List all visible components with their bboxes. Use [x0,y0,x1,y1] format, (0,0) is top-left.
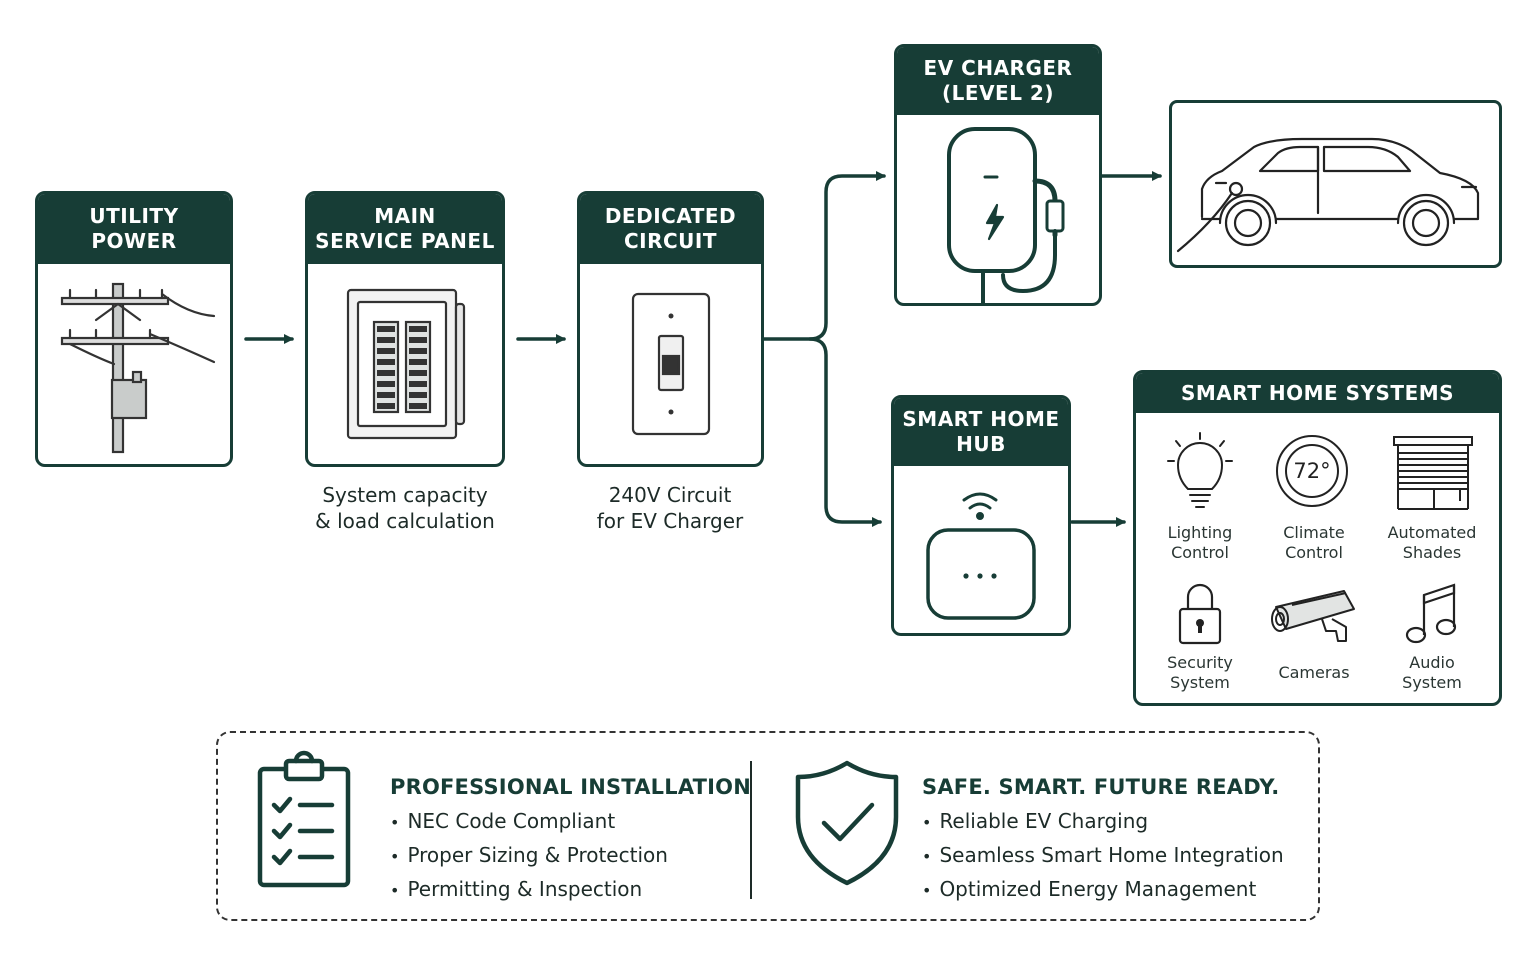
smart-home-hub-title: SMART HOME HUB [894,398,1068,466]
footer-divider [750,761,752,899]
utility-power-title: UTILITY POWER [38,194,230,264]
ev-charger-node: EV CHARGER (LEVEL 2) [894,44,1102,306]
arrow-circuit-to-charger [762,171,886,341]
professional-installation-list: NEC Code Compliant Proper Sizing & Prote… [390,805,668,907]
smart-home-systems-node: SMART HOME SYSTEMS Lighting Control 72° … [1133,370,1502,706]
ev-charger-title: EV CHARGER (LEVEL 2) [897,47,1099,115]
wall-switch-icon [631,292,711,436]
electric-car-icon [1176,137,1480,253]
electric-car-node [1169,100,1502,268]
dedicated-circuit-node: DEDICATED CIRCUIT [577,191,764,467]
smart-home-hub-node: SMART HOME HUB [891,395,1071,636]
padlock-icon [1178,583,1222,645]
professional-installation-title: PROFESSIONAL INSTALLATION [390,775,752,799]
footer-panel: PROFESSIONAL INSTALLATION NEC Code Compl… [216,731,1320,921]
audio-system-item: Audio System [1374,579,1490,695]
smart-hub-icon [926,492,1036,620]
safe-smart-list: Reliable EV Charging Seamless Smart Home… [922,805,1284,907]
dedicated-circuit-title: DEDICATED CIRCUIT [580,194,761,264]
cameras-item: Cameras [1256,579,1372,695]
thermostat-display: 72° [1285,444,1339,498]
climate-control-item: 72° Climate Control [1256,429,1372,562]
ev-charger-icon [947,127,1065,303]
window-shade-icon [1393,436,1473,510]
lightbulb-icon [1167,432,1233,508]
list-item: NEC Code Compliant [390,805,668,839]
utility-pole-icon [60,282,216,454]
thermostat-icon: 72° [1276,435,1348,507]
clipboard-checklist-icon [257,750,351,888]
automated-shades-item: Automated Shades [1374,429,1490,562]
list-item: Optimized Energy Management [922,873,1284,907]
security-system-item: Security System [1142,579,1258,695]
list-item: Reliable EV Charging [922,805,1284,839]
music-note-icon [1405,583,1457,644]
security-camera-icon [1271,590,1355,642]
smart-home-systems-title: SMART HOME SYSTEMS [1136,373,1499,413]
shield-check-icon [795,760,899,886]
list-item: Permitting & Inspection [390,873,668,907]
list-item: Proper Sizing & Protection [390,839,667,873]
circuit-caption: 240V Circuit for EV Charger [596,483,744,533]
list-item: Seamless Smart Home Integration [922,839,1283,873]
arrow-circuit-to-hub [808,337,882,527]
safe-smart-title: SAFE. SMART. FUTURE READY. [922,775,1280,799]
lighting-control-item: Lighting Control [1142,429,1258,562]
main-service-panel-node: MAIN SERVICE PANEL [305,191,505,467]
breaker-panel-icon [346,288,466,440]
main-service-panel-title: MAIN SERVICE PANEL [308,194,502,264]
panel-caption: System capacity & load calculation [315,483,495,533]
utility-power-node: UTILITY POWER [35,191,233,467]
